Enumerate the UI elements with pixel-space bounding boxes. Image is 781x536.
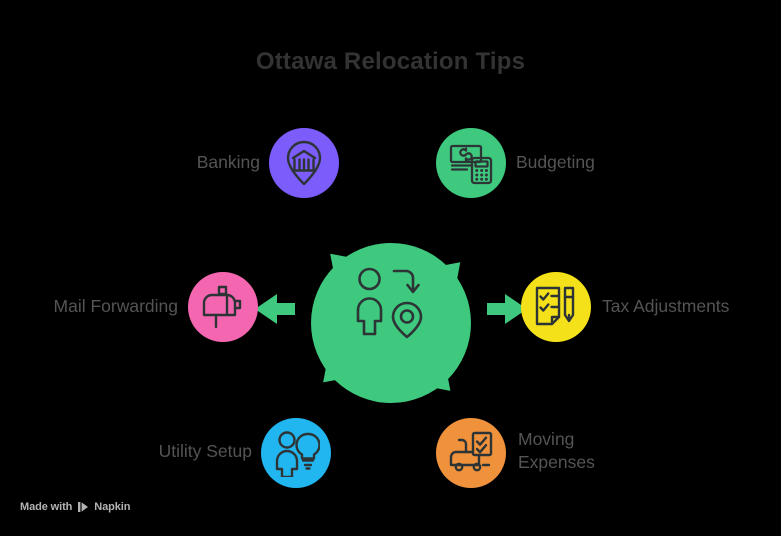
checklist-pen-icon [535,286,575,326]
mailbox-icon [202,285,242,329]
node-label-mail-forwarding: Mail Forwarding [53,296,178,316]
arrow-left-icon [255,294,295,324]
central-hub[interactable] [311,243,471,403]
node-moving-expenses[interactable] [436,418,506,488]
bank-pin-icon [286,140,322,186]
watermark-brand: Napkin [94,501,131,513]
node-banking[interactable] [269,128,339,198]
node-label-budgeting: Budgeting [516,152,595,172]
page-title: Ottawa Relocation Tips [255,48,526,75]
watermark: Made with Napkin [20,501,130,513]
person-relocation-pin-icon [356,267,423,339]
node-label-tax-adjustments: Tax Adjustments [602,296,730,316]
node-label-banking: Banking [196,152,260,172]
money-calculator-icon [449,144,493,185]
watermark-prefix: Made with [20,501,73,513]
node-budgeting[interactable] [436,128,506,198]
node-label-utility-setup: Utility Setup [158,441,252,461]
truck-checklist-icon [449,431,493,472]
napkin-play-logo-icon [77,501,89,513]
node-mail-forwarding[interactable] [188,272,258,342]
node-tax-adjustments[interactable] [521,272,591,342]
node-label-moving-expenses: Moving Expenses [518,429,595,473]
node-utility-setup[interactable] [261,418,331,488]
person-lightbulb-icon [275,431,320,477]
